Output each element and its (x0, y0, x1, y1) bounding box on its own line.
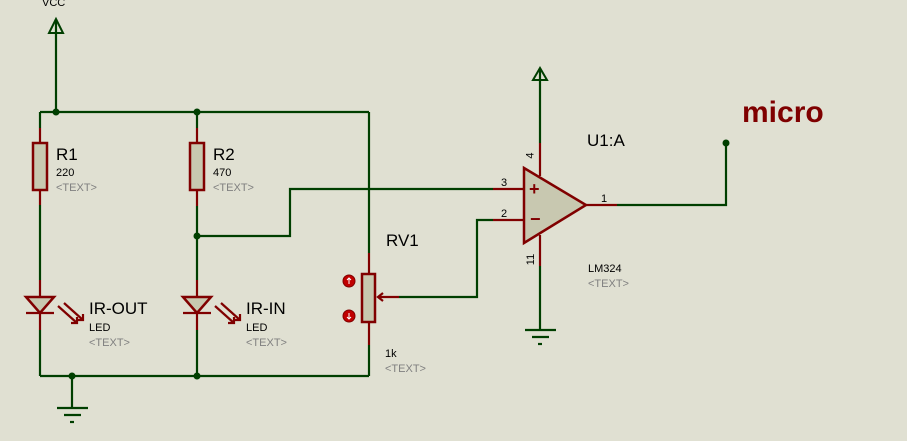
r1-text: <TEXT> (56, 182, 97, 194)
emit-arrows-icon (57, 302, 85, 325)
junction-gnd (68, 372, 76, 380)
vcc-label: VCC (42, 0, 66, 9)
wire-wiper-to-inv[interactable] (399, 218, 493, 299)
minus-symbol: − (530, 209, 541, 229)
led-out-ref: IR-OUT (89, 299, 148, 318)
plus-symbol: + (529, 179, 540, 199)
pin-label-11: 11 (525, 253, 538, 266)
resistor-r2[interactable] (188, 128, 206, 206)
ground-terminal-left[interactable] (57, 376, 88, 424)
rv1-text: <TEXT> (385, 363, 426, 375)
wire-output-to-micro[interactable] (617, 143, 728, 207)
r1-ref: R1 (56, 145, 78, 164)
output-net-label: micro (742, 96, 824, 129)
led-ir-out[interactable] (23, 280, 85, 330)
led-in-value: LED (246, 322, 268, 334)
pin-label-2: 2 (501, 208, 508, 220)
pin-label-1: 1 (601, 193, 608, 205)
u1-ref: U1:A (587, 131, 625, 150)
pin-label-4: 4 (524, 152, 537, 159)
rv1-ref: RV1 (386, 231, 419, 250)
r1-value: 220 (56, 167, 75, 179)
potentiometer-rv1[interactable] (360, 253, 399, 345)
emit-arrows-icon (214, 302, 242, 325)
led-out-value: LED (89, 322, 111, 334)
r2-text: <TEXT> (213, 182, 254, 194)
pot-increase-button[interactable] (342, 274, 356, 288)
junction-r2-bottom (193, 372, 201, 380)
vcc-terminal[interactable] (47, 16, 65, 112)
led-out-text: <TEXT> (89, 337, 130, 349)
u1-value: LM324 (588, 263, 622, 275)
opamp-u1a[interactable] (493, 66, 617, 330)
junction-sense (193, 232, 201, 240)
led-ir-in[interactable] (180, 280, 242, 330)
led-in-text: <TEXT> (246, 337, 287, 349)
u1-text: <TEXT> (588, 278, 629, 290)
r2-ref: R2 (213, 145, 235, 164)
pin-label-3: 3 (501, 177, 508, 189)
r2-value: 470 (213, 167, 232, 179)
rv1-value: 1k (385, 348, 397, 360)
ground-terminal-opamp[interactable] (525, 328, 556, 346)
pot-decrease-button[interactable] (342, 309, 356, 323)
wire-sense-to-noninv[interactable] (197, 187, 493, 238)
junction-r2-top (193, 108, 201, 116)
led-in-ref: IR-IN (246, 299, 286, 318)
output-terminal-dot[interactable] (722, 139, 730, 147)
junction-vcc (52, 108, 60, 116)
resistor-r1[interactable] (31, 128, 49, 205)
